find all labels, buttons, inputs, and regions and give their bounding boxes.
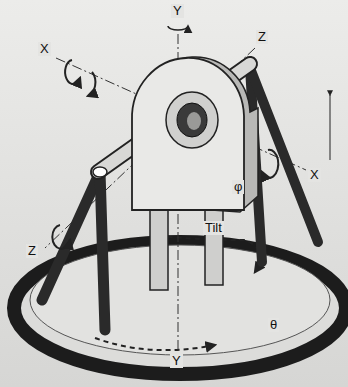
base-plate — [30, 245, 330, 355]
axis-label: Y — [171, 4, 184, 18]
axis-label: φ — [232, 180, 244, 194]
axis-label: Z — [256, 30, 268, 44]
theta-arrow — [95, 338, 215, 350]
bearing — [166, 92, 218, 148]
rotation-arrow — [65, 60, 80, 84]
support-leg — [250, 68, 318, 242]
axis-label: X — [38, 42, 51, 56]
rotation-arrow — [88, 72, 95, 96]
rotation-arrow — [52, 225, 70, 249]
axis-label: Tilt — [203, 221, 224, 235]
support-leg — [42, 172, 100, 300]
axle-end — [93, 167, 107, 177]
axis-label: Z — [26, 244, 38, 258]
bore-inner — [187, 112, 201, 130]
support-leg — [100, 172, 105, 330]
axis-label: X — [308, 168, 321, 182]
bore — [177, 103, 207, 137]
rotation-arrow — [262, 150, 278, 178]
axis-label: Y — [170, 354, 183, 368]
axis-label: θ — [268, 318, 279, 332]
rotation-arrow — [168, 26, 188, 30]
housing-plate — [132, 58, 244, 210]
dimension-arrow — [330, 95, 331, 160]
